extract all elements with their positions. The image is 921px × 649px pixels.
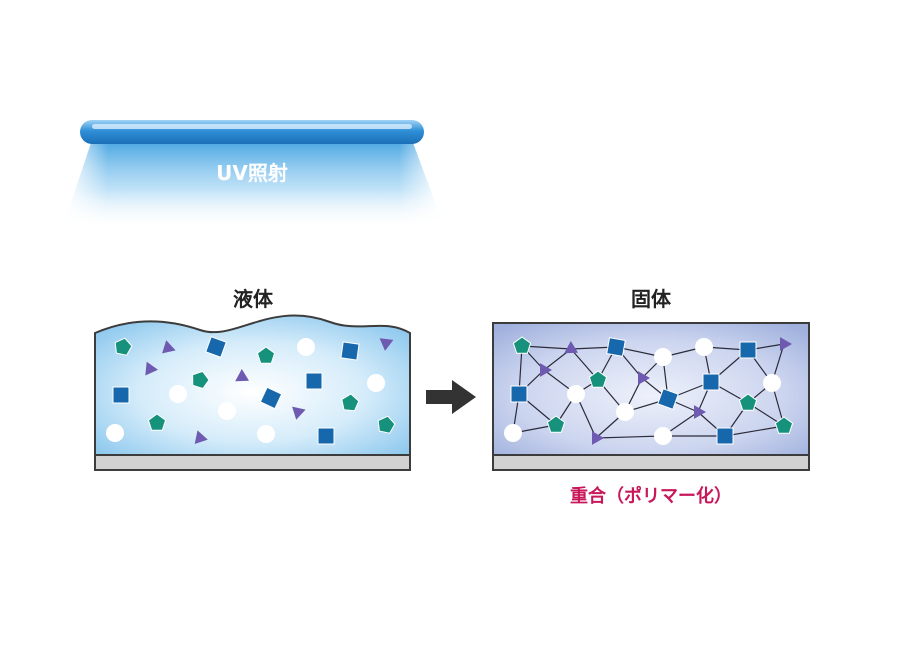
square-molecule-icon (112, 386, 130, 404)
polymer-bond (521, 345, 572, 350)
liquid-label: 液体 (233, 287, 274, 311)
triangle-molecule-icon (540, 363, 552, 377)
triangle-molecule-icon (162, 340, 176, 354)
square-molecule-icon (739, 341, 757, 359)
pentagon-molecule-icon (774, 416, 794, 434)
circle-molecule-icon (654, 348, 672, 366)
circle-molecule-icon (616, 403, 634, 421)
circle-molecule-icon (367, 374, 385, 392)
triangle-molecule-icon (194, 430, 208, 444)
circle-molecule-icon (654, 427, 672, 445)
uv-lamp-icon (62, 120, 445, 230)
square-molecule-icon (510, 385, 528, 403)
square-molecule-icon (606, 337, 626, 357)
pentagon-molecule-icon (147, 413, 167, 431)
square-molecule-icon (657, 388, 679, 410)
triangle-molecule-icon (235, 369, 249, 382)
circle-molecule-icon (257, 425, 275, 443)
pentagon-molecule-icon (546, 415, 566, 433)
triangle-molecule-icon (145, 361, 158, 376)
triangle-molecule-icon (638, 371, 650, 385)
square-molecule-icon (259, 386, 283, 410)
triangle-molecule-icon (694, 405, 706, 419)
arrow-right-icon (426, 380, 476, 414)
triangle-molecule-icon (592, 431, 604, 445)
liquid-molecules (106, 336, 396, 445)
triangle-molecule-icon (780, 337, 792, 351)
triangle-molecule-icon (292, 406, 306, 420)
pentagon-molecule-icon (114, 337, 133, 356)
circle-molecule-icon (297, 338, 315, 356)
pentagon-molecule-icon (588, 370, 608, 388)
polymer-bond (595, 435, 664, 439)
pentagon-molecule-icon (377, 415, 396, 434)
liquid-container (94, 314, 411, 471)
square-molecule-icon (340, 341, 360, 361)
solid-molecules (504, 336, 794, 445)
polymer-bond (724, 425, 785, 437)
square-molecule-icon (702, 373, 720, 391)
circle-molecule-icon (567, 385, 585, 403)
circle-molecule-icon (169, 385, 187, 403)
circle-molecule-icon (763, 374, 781, 392)
polymerization-label: 重合（ポリマー化） (570, 485, 732, 507)
uv-label: UV照射 (216, 161, 288, 185)
circle-molecule-icon (695, 338, 713, 356)
square-molecule-icon (716, 427, 734, 445)
triangle-molecule-icon (564, 341, 578, 354)
circle-molecule-icon (504, 424, 522, 442)
square-molecule-icon (317, 427, 335, 445)
solid-label: 固体 (631, 287, 672, 311)
circle-molecule-icon (106, 424, 124, 442)
triangle-molecule-icon (379, 338, 394, 351)
square-molecule-icon (205, 336, 227, 358)
circle-molecule-icon (218, 402, 236, 420)
pentagon-molecule-icon (341, 393, 360, 412)
pentagon-molecule-icon (192, 370, 210, 390)
square-molecule-icon (305, 372, 323, 390)
pentagon-molecule-icon (512, 336, 532, 354)
pentagon-molecule-icon (738, 393, 758, 411)
solid-container (492, 322, 810, 471)
pentagon-molecule-icon (256, 346, 276, 364)
